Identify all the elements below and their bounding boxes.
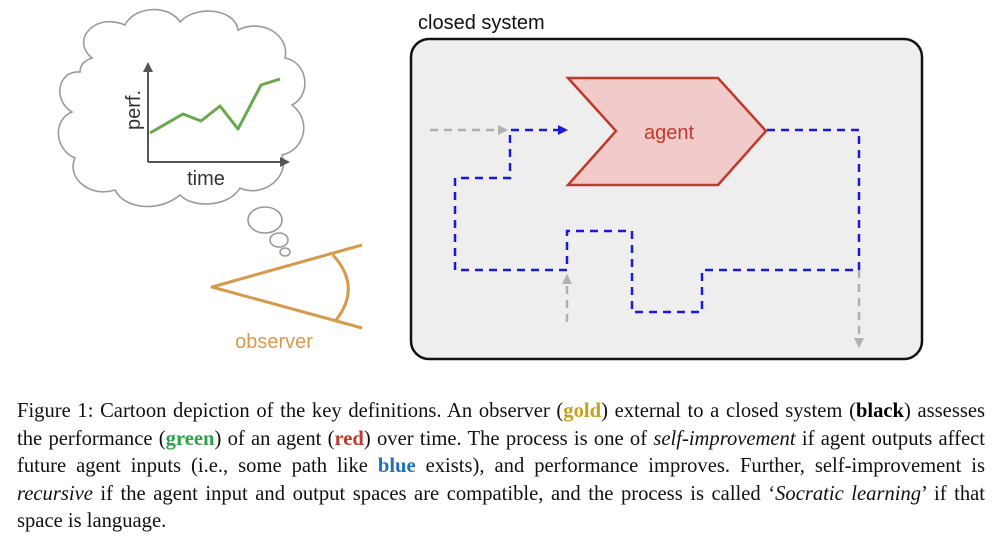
closed-system-label: closed system [418,12,545,34]
caption-text: if agent outputs affect future agent inp… [17,427,986,478]
observer-label: observer [235,331,313,353]
x-axis-label: time [187,168,225,190]
agent-label: agent [644,122,694,144]
external-arrows [430,125,864,348]
performance-chart: perf. time [123,62,290,190]
thought-bubble-large [247,206,283,234]
feedback-path [453,125,861,314]
caption-keyword-black: black [855,400,905,422]
caption-term-recursive: recursive [17,482,93,505]
thought-cloud [57,8,306,257]
caption-text: if the agent input and output spaces are… [92,482,776,505]
performance-line [149,77,281,135]
thought-bubble-medium [269,232,289,248]
caption-keyword-gold: gold [563,400,602,422]
caption-text: ) external to a closed system ( [601,400,856,422]
caption-text: exists), and performance improves. Furth… [415,455,985,477]
closed-system-box [409,37,924,361]
caption-text: Figure 1: Cartoon depiction of the key d… [17,400,564,422]
closed-system: closed system [409,12,924,361]
agent-node: agent [565,76,768,187]
caption-text: ’ if that space is language. [17,482,985,533]
thought-bubble-small [279,247,291,257]
caption-keyword-blue: blue [377,455,416,477]
cartoon-diagram: perf. time observer closed system agent [57,8,924,361]
caption-term-socratic-learning: Socratic learning [775,482,922,505]
y-axis-label: perf. [123,90,145,130]
figure-caption: Figure 1: Cartoon depiction of the key d… [17,398,985,536]
caption-term-self-improvement: self-improvement [653,427,796,450]
observer-eye: observer [210,243,363,353]
caption-text: ) of an agent ( [214,427,335,450]
agent-shape [565,76,768,187]
caption-text: ) over time. The process is one of [363,427,654,450]
caption-keyword-red: red [334,427,364,450]
caption-text: ) assesses the performance ( [17,400,986,450]
caption-keyword-green: green [165,427,215,450]
